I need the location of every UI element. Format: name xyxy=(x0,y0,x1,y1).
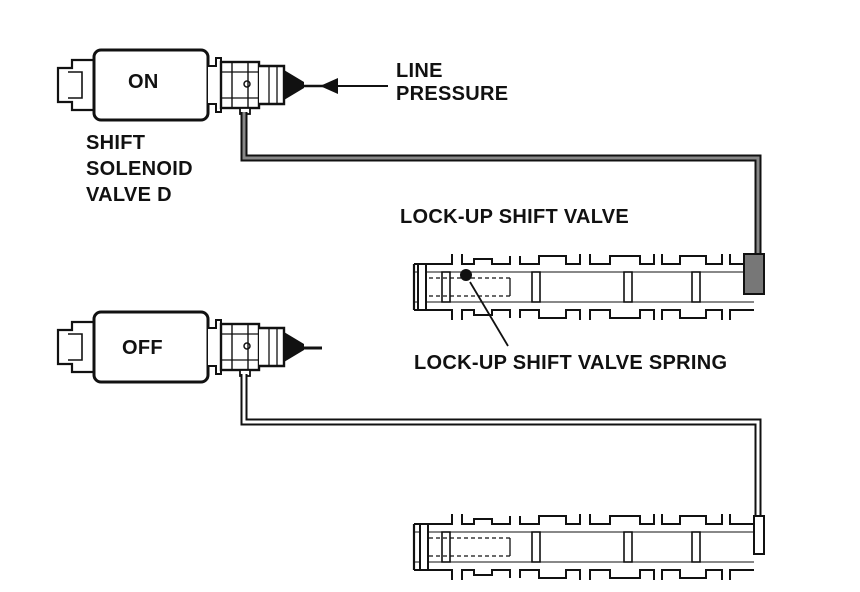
valve-pressure-chamber xyxy=(743,253,765,295)
passage-on xyxy=(240,112,762,256)
line-pressure-label: LINE PRESSURE xyxy=(396,60,508,106)
passage-off xyxy=(240,374,762,528)
line-pressure-label-line2: PRESSURE xyxy=(396,83,509,105)
solenoid-on-state-label: ON xyxy=(128,71,159,93)
spring-label: LOCK-UP SHIFT VALVE SPRING xyxy=(414,352,728,374)
valve-label: LOCK-UP SHIFT VALVE xyxy=(400,206,630,228)
check-ball xyxy=(460,269,472,281)
spring-leader-line xyxy=(469,281,509,347)
solenoid-name-line2: SOLENOID xyxy=(86,158,193,180)
solenoid-name-line1: SHIFT xyxy=(86,132,146,154)
lock-up-shift-valve xyxy=(412,252,756,322)
line-pressure-label-line1: LINE xyxy=(396,60,443,82)
solenoid-name-label: SHIFT SOLENOID VALVE D xyxy=(86,130,193,208)
solenoid-on xyxy=(56,48,306,122)
lock-up-shift-valve-off xyxy=(412,512,756,582)
solenoid-off xyxy=(56,310,306,384)
solenoid-name-line3: VALVE D xyxy=(86,184,172,206)
solenoid-off-state-label: OFF xyxy=(122,337,163,359)
